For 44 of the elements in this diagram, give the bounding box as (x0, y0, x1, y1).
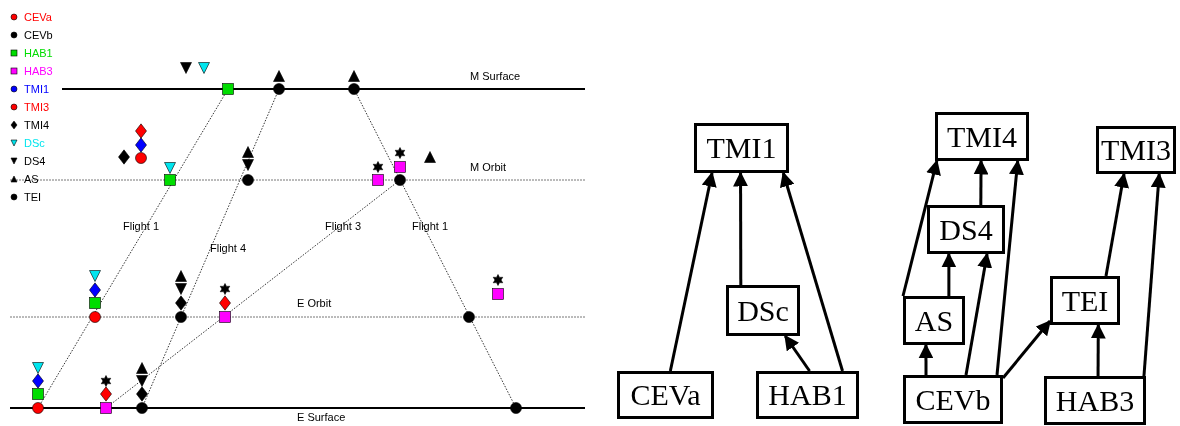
flight-label: Flight 1 (123, 221, 160, 232)
label-box: TEI (1050, 276, 1120, 325)
legend-label: DS4 (24, 155, 46, 167)
flight-label: Flight 1 (412, 221, 449, 232)
legend-label: TEI (24, 191, 42, 203)
label-box: HAB3 (1044, 376, 1146, 425)
arrow (783, 334, 811, 372)
legend-label: HAB1 (24, 47, 53, 59)
label-box: DS4 (927, 205, 1005, 254)
arrow (733, 171, 749, 285)
flight-label: Flight 4 (210, 243, 247, 254)
arrow (918, 343, 934, 375)
legend-label: CEVb (24, 29, 53, 41)
label-box: HAB1 (756, 371, 859, 419)
label-box: DSc (726, 285, 800, 336)
arrow (973, 159, 989, 205)
level-label: M Orbit (470, 162, 507, 173)
label-box: TMI3 (1096, 126, 1176, 174)
arrow (1104, 172, 1130, 277)
legend-label: HAB3 (24, 65, 53, 77)
label-box: AS (903, 296, 965, 345)
legend-label: AS (24, 173, 39, 185)
level-label: E Surface (297, 412, 346, 423)
arrow (668, 171, 717, 372)
legend-label: TMI1 (24, 83, 50, 95)
arrow (780, 171, 844, 372)
arrow (1001, 319, 1052, 379)
arrow (995, 159, 1024, 376)
level-label: M Surface (470, 71, 521, 82)
label-box: CEVb (903, 375, 1003, 424)
level-label: E Orbit (297, 298, 332, 309)
legend-label: TMI3 (24, 101, 50, 113)
arrow (941, 252, 957, 296)
legend-label: DSc (24, 137, 45, 149)
arrow (964, 252, 993, 376)
legend-label: CEVa (24, 11, 52, 23)
label-box: TMI4 (935, 112, 1029, 161)
label-box: CEVa (617, 371, 714, 419)
label-box: TMI1 (694, 123, 789, 173)
arrow (901, 159, 941, 297)
arrow (1142, 172, 1166, 377)
flight-label: Flight 3 (325, 221, 362, 232)
legend-label: TMI4 (24, 119, 50, 131)
arrow (1090, 323, 1106, 376)
